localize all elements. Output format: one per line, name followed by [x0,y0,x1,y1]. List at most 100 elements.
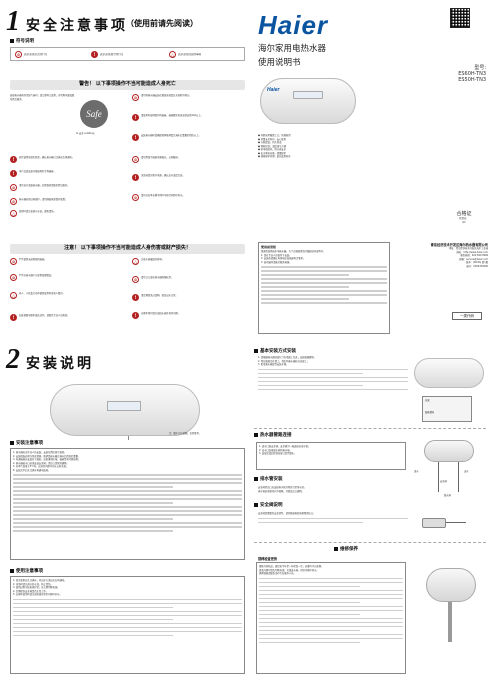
heater-logo: Haier [267,87,280,93]
maintenance-header: 维修保养 [334,546,358,552]
step-text: 安全阀是重要的安全部件，请勿随意拆卸或堵塞泄压口。 [258,512,316,515]
note-item: 2. 沐浴时请先调节好水温，防止烫伤。 [13,582,53,586]
install-diagram [10,380,245,440]
attention-icon: △ [10,210,17,217]
warning-item: ⊘请勿在冬季长期不用时不排空内胆中的水。 [132,194,185,201]
attention-icon: △ [132,258,139,265]
caution-item: ⊘请勿让儿童在热水器周围玩耍。 [132,276,174,283]
section-title: 安装说明 [26,356,94,372]
caution-item: !如发现漏电保护插头动作，请联系专业人员检修。 [10,314,122,321]
square-bullet-icon [10,441,14,445]
installed-heater-image [50,384,200,436]
bracket-detail-image: 挂架 膨胀螺栓 [422,396,472,422]
divider [254,428,486,430]
company-website[interactable]: 网址：http://www.haier.com [456,250,488,254]
section-2-header: 2 安装说明 [6,346,206,374]
section-subtitle: （使用前请先阅读） [126,19,198,28]
square-bullet-icon [254,477,258,481]
step-text: 3. 连接完成后检查各接口是否漏水。 [259,452,297,455]
badge-caption: Ai 安全 e-Safe 标 [76,132,95,135]
drain-text: 安全阀泄压口应连接排水管并将其引至排水处。 排水管必须保持向下倾斜，并保证出口通… [258,486,408,493]
square-bullet-icon [334,547,338,551]
warning-item: !安装热水器时请确保墙体能承受注满水后重量的四倍以上。 [132,134,246,141]
notice-line: 感谢您选购海尔电热水器，为了正确使用请仔细阅读本说明书。 [261,250,326,253]
feature-item: ● 防电墙技术，用水更安全 [258,148,287,151]
warning-item: !初次使用前请先检查，确认热水器已注满水后再通电。 [10,156,122,163]
section-number: 1 [6,6,20,37]
caution-item: △注意水质硬度的影响。 [132,258,164,265]
diagram-caption: 注：图示为示意图，仅供参考。 [168,432,202,435]
valve-image [422,518,446,528]
section-1-header: 1 安全注意事项 （使用前请先阅读） [6,6,246,37]
mandatory-icon: ! [10,170,17,177]
caution-item: △老人、小孩及行动不便者使用时请有人看护。 [10,292,65,299]
usage-notes: 使用注意事项 1. 首次使用应先注满水，待出水口流出水后再通电。 2. 沐浴时请… [10,568,245,676]
bracket-label: 挂架 [425,399,430,402]
usage-body-lines [13,598,242,636]
legend-box: ⊘表示必须禁止的行为 !表示必须遵守的行为 △表示必须注意的事项 [10,47,245,61]
prohibit-icon: ⊘ [15,51,22,58]
cert-inspector: 检验员： [459,217,469,220]
note-item: 1. 热水器应由专业人员安装，安装位置应便于维修。 [13,451,67,454]
note-item: 6. 安装完毕后先注满水再通电加热。 [13,468,51,472]
install-notes-header: 安装注意事项 [10,440,245,446]
model-2: ES50H-TN3 [458,77,486,83]
safety-valve-header: 安全阀说明 [254,502,283,508]
qr-code-icon [450,8,470,28]
divider [254,542,486,544]
inlet-pipe [438,462,439,492]
model-label: 型号: [474,65,486,71]
prohibit-icon: ⊘ [132,156,139,163]
step-text: 2. 将挂架固定在墙上，然后将热水器挂在挂架上。 [258,359,310,363]
mandatory-icon: ! [10,314,17,321]
section-title: 安全注意事项 [26,18,128,34]
note-item: 4. 定期检查安全阀是否正常工作。 [13,589,49,593]
step-text: 1. 请根据热水器挂架尺寸在墙面上钻孔，安装膨胀螺栓。 [258,356,317,359]
feature-item: ● 多重安全防护，安心使用 [258,137,287,141]
model-block: 型号: ES60H-TN3 ES50H-TN3 [442,64,486,83]
caution-item: ⊘严禁在热水器下方放置易燃物品。 [10,274,54,281]
prohibit-icon: ⊘ [132,94,139,101]
square-bullet-icon [10,39,14,43]
manual-title-line2: 使用说明书 [258,58,301,68]
note-item: 3. 使用过程中如发现异常，应立即切断电源。 [13,586,60,589]
pipe-diagram: 进水 出水 安全阀 混水阀 [414,440,484,510]
cover-page: Haier 海尔家用电热水器 使用说明书 型号: ES60H-TN3 ES50H… [252,6,488,346]
note-body-lines [13,474,242,532]
step-text: 清洗内胆时请先切断电源，关闭进水阀，排空内胆中的水。 [259,568,319,572]
notice-line: 1. 请在专业人员指导下安装。 [261,253,292,257]
step-text: 镁棒为消耗品，建议每半年至一年检查一次，必要时予以更换。 [259,565,324,568]
mandatory-icon: ! [132,134,139,141]
square-bullet-icon [254,503,258,507]
safety-valve-text: 安全阀是重要的安全部件，请勿随意拆卸或堵塞泄压口。 [258,512,408,526]
safe-badge-block: Safe 发现热水器有异常如气味时，请立即停止使用，并切断电源及联系售后服务。 … [10,94,122,154]
mandatory-icon: ! [10,156,17,163]
note-item: 1. 首次使用应先注满水，待出水口流出水后再通电。 [13,579,67,582]
mandatory-icon: ! [132,294,139,301]
inlet-label: 进水 [414,470,419,473]
safety-valve-label: 安全阀 [440,480,447,483]
step-text: 1. 进水口接安全阀，安全阀另一端连接自来水管。 [259,445,311,448]
valve-diagram [414,514,474,534]
feature-item: ● 出水断电功能，双重保护 [258,151,287,155]
mandatory-icon: ! [132,114,139,121]
batch-code-box: 一类代码 [452,312,482,320]
note-item: 2. 安装墙面必须为坚实墙体，能承受热水器注满水后四倍的重量。 [13,454,81,458]
drain-header: 排水管安装 [254,476,283,482]
notice-line: 2. 安装前请确认电源电压及插座符合要求。 [261,257,306,260]
warning-text-0: 发现热水器有异常如气味时，请立即停止使用，并切断电源及联系售后服务。 [10,94,75,101]
heater-end-image [426,568,476,602]
caution-banner: 注意！ 以下事项操作不当可能造成人身伤害或财产损失！ [10,244,245,254]
company-hotline: 服务热线：400 699 9999 [460,254,488,257]
cert-qc: QC [462,220,466,224]
install-steps: 基本安装方式安装 1. 请根据热水器挂架尺寸在墙面上钻孔，安装膨胀螺栓。 2. … [254,346,486,680]
legend-header: 符号说明 [10,38,245,44]
basic-install-text: 1. 请根据热水器挂架尺寸在墙面上钻孔，安装膨胀螺栓。 2. 将挂架固定在墙上，… [258,356,408,393]
note-item: 3. 电源插座应安装在干燥处，远离淋浴区域，插座需有可靠接地。 [13,458,81,461]
magnesium-rod-subheader: 镁棒检查更换 [258,557,278,561]
step-text: 3. 检查热水器是否安装牢固。 [258,363,289,366]
company-info: 青岛经济技术开发区海尔热水器有限公司 地址：青岛经济技术开发区海尔工业园 网址：… [394,242,488,302]
manual-title-line1: 海尔家用电热水器 [258,44,327,54]
legend: 符号说明 ⊘表示必须禁止的行为 !表示必须遵守的行为 △表示必须注意的事项 [10,38,245,66]
notice-body-lines [261,266,387,304]
